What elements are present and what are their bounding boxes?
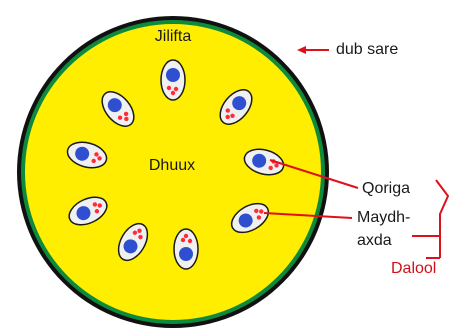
qoriga-label: Qoriga [362, 180, 410, 197]
maydhaxda-label-line1: Maydh- [357, 209, 410, 226]
dalool-label: Dalool [391, 260, 436, 277]
vascular-bundle [174, 229, 198, 269]
dalool-bracket-lower [412, 216, 440, 258]
dub-sare-arrowhead [297, 46, 306, 54]
dub-sare-label: dub sare [336, 41, 398, 58]
dhuux-label: Dhuux [149, 157, 195, 174]
phloem-dot [171, 91, 175, 95]
dalool-bracket-upper [436, 180, 448, 238]
xylem-dot [166, 68, 180, 82]
jilifta-label: Jilifta [155, 28, 192, 45]
phloem-dot [184, 234, 188, 238]
vascular-bundle [161, 60, 185, 100]
phloem-dot [167, 86, 171, 90]
phloem-dot [174, 87, 178, 91]
xylem-dot [179, 247, 193, 261]
phloem-dot [181, 238, 185, 242]
maydhaxda-label-line2: axda [357, 232, 392, 249]
phloem-dot [188, 239, 192, 243]
